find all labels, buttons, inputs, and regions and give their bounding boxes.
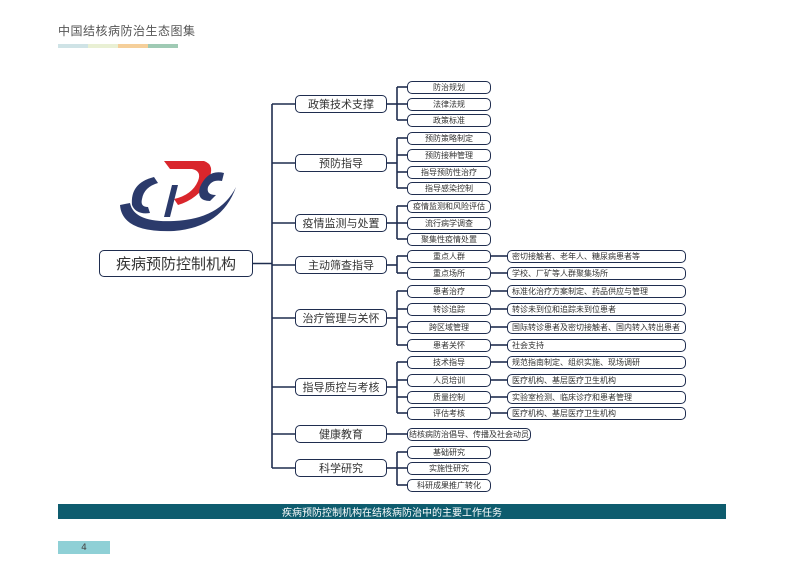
branch-node: 科学研究 bbox=[295, 459, 387, 477]
figure-caption: 疾病预防控制机构在结核病防治中的主要工作任务 bbox=[58, 504, 726, 519]
detail-node: 社会支持 bbox=[507, 338, 686, 352]
leaf-node: 实施性研究 bbox=[407, 461, 491, 475]
leaf-node: 人员培训 bbox=[407, 373, 491, 387]
branch-node: 主动筛查指导 bbox=[295, 256, 387, 274]
branch-node: 治疗管理与关怀 bbox=[295, 309, 387, 327]
detail-node: 标准化治疗方案制定、药品供应与管理 bbox=[507, 284, 686, 298]
atlas-title: 中国结核病防治生态图集 bbox=[58, 24, 196, 38]
page-number: 4 bbox=[58, 541, 110, 554]
strip-segment bbox=[88, 44, 118, 48]
leaf-node: 重点人群 bbox=[407, 249, 491, 263]
leaf-node: 跨区域管理 bbox=[407, 320, 491, 334]
branch-node: 疫情监测与处置 bbox=[295, 214, 387, 232]
logo-swoosh bbox=[120, 187, 236, 232]
leaf-node: 防治规划 bbox=[407, 80, 491, 94]
cdc-logo-icon bbox=[120, 161, 236, 232]
logo-c-left bbox=[131, 177, 158, 214]
leaf-node: 质量控制 bbox=[407, 390, 491, 404]
strip-segment bbox=[58, 44, 88, 48]
detail-node: 国际转诊患者及密切接触者、国内转入转出患者 bbox=[507, 320, 686, 334]
branch-node: 预防指导 bbox=[295, 154, 387, 172]
leaf-node: 科研成果推广转化 bbox=[407, 478, 491, 492]
leaf-node: 政策标准 bbox=[407, 113, 491, 127]
logo-c-right bbox=[199, 172, 224, 201]
leaf-node: 法律法规 bbox=[407, 97, 491, 111]
leaf-node: 结核病防治倡导、传播及社会动员 bbox=[407, 427, 531, 441]
leaf-node: 评估考核 bbox=[407, 406, 491, 420]
detail-node: 医疗机构、基层医疗卫生机构 bbox=[507, 373, 686, 387]
leaf-node: 预防策略制定 bbox=[407, 131, 491, 145]
leaf-node: 重点场所 bbox=[407, 266, 491, 280]
leaf-node: 基础研究 bbox=[407, 445, 491, 459]
leaf-node: 聚集性疫情处置 bbox=[407, 232, 491, 246]
detail-node: 规范指南制定、组织实施、现场调研 bbox=[507, 355, 686, 369]
leaf-node: 疫情监测和风险评估 bbox=[407, 199, 491, 213]
detail-node: 医疗机构、基层医疗卫生机构 bbox=[507, 406, 686, 420]
leaf-node: 预防接种管理 bbox=[407, 148, 491, 162]
logo-i bbox=[164, 185, 178, 217]
detail-node: 转诊未到位和追踪未到位患者 bbox=[507, 302, 686, 316]
strip-segment bbox=[118, 44, 148, 48]
leaf-node: 指导预防性治疗 bbox=[407, 165, 491, 179]
leaf-node: 转诊追踪 bbox=[407, 302, 491, 316]
root-node: 疾病预防控制机构 bbox=[99, 250, 253, 277]
strip-segment bbox=[148, 44, 178, 48]
leaf-node: 患者关怀 bbox=[407, 338, 491, 352]
detail-node: 密切接触者、老年人、糖尿病患者等 bbox=[507, 249, 686, 263]
logo-d bbox=[164, 161, 212, 205]
leaf-node: 患者治疗 bbox=[407, 284, 491, 298]
leaf-node: 技术指导 bbox=[407, 355, 491, 369]
branch-node: 政策技术支撑 bbox=[295, 95, 387, 113]
branch-node: 指导质控与考核 bbox=[295, 378, 387, 396]
detail-node: 学校、厂矿等人群聚集场所 bbox=[507, 266, 686, 280]
leaf-node: 流行病学调查 bbox=[407, 216, 491, 230]
header-color-strip bbox=[58, 44, 178, 48]
leaf-node: 指导感染控制 bbox=[407, 181, 491, 195]
detail-node: 实验室检测、临床诊疗和患者管理 bbox=[507, 390, 686, 404]
branch-node: 健康教育 bbox=[295, 425, 387, 443]
